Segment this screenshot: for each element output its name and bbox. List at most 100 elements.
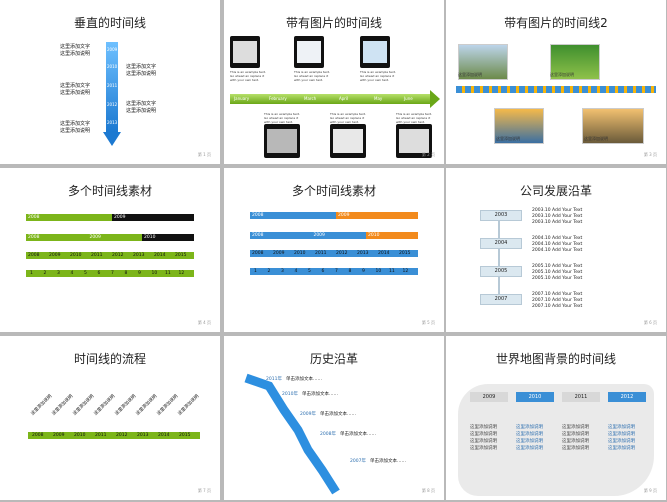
year-2011: 2011	[107, 83, 118, 88]
timeline-arrow-tip	[103, 132, 121, 146]
milestone-text: 2005.10 Add Your Text	[532, 270, 583, 275]
note-line: 这里添加说明	[470, 432, 497, 437]
caption-4: This is an example text. Go ahead an rep…	[264, 112, 300, 124]
slide-title: 世界地图背景的时间线	[495, 352, 616, 366]
note-line: 这里添加说明	[562, 425, 589, 430]
year-header: 2010	[516, 392, 554, 402]
world-map-background	[458, 384, 654, 496]
year-label: 2008	[28, 253, 40, 258]
number-label: 2	[43, 271, 47, 276]
year-label: 2014	[154, 253, 166, 258]
label-left-1: 这里添加文字这里添加说明	[60, 44, 91, 57]
month-4: April	[339, 96, 349, 101]
slide-2-thumbnail[interactable]: 带有图片的时间线 This is an example text. Go ahe…	[224, 0, 444, 164]
film-photo-4	[264, 124, 300, 158]
caption-3: This is an example text. Go ahead an rep…	[360, 70, 396, 82]
number-label: 8	[348, 269, 352, 274]
number-label: 10	[151, 271, 158, 276]
caption-6: This is an example text. Go ahead an rep…	[396, 112, 432, 124]
number-label: 11	[165, 271, 171, 276]
year-label: 2008	[252, 251, 264, 256]
note-line: 这里添加说明	[516, 425, 543, 430]
caption-1: 这里添加说明	[458, 72, 482, 77]
year-2009: 2009	[107, 47, 118, 52]
milestone-text: 2007.10 Add Your Text	[532, 298, 583, 303]
year-label: 2015	[179, 433, 191, 438]
history-entry: 2010年单击添加文本……	[282, 392, 338, 397]
milestone-text: 2003.10 Add Your Text	[532, 220, 583, 225]
number-label: 6	[321, 269, 325, 274]
history-entry: 2007年单击添加文本……	[350, 459, 406, 464]
year-label: 2013	[133, 253, 145, 258]
film-photo-3	[360, 36, 390, 68]
number-label: 9	[362, 269, 365, 274]
number-label: 11	[389, 269, 395, 274]
film-photo-1	[230, 36, 260, 68]
year-box: 2003	[480, 210, 522, 221]
year-label: 2011	[315, 251, 327, 256]
number-label: 2	[267, 269, 271, 274]
note-line: 这里添加说明	[470, 439, 497, 444]
note-line: 这里添加说明	[608, 439, 635, 444]
number-label: 4	[70, 271, 74, 276]
month-5: May	[374, 96, 383, 101]
number-label: 3	[281, 269, 284, 274]
slide-3-thumbnail[interactable]: 带有图片的时间线2 这里添加说明 这里添加说明 这里添加说明 这里添加说明 第 …	[446, 0, 666, 164]
photo-leaves	[550, 44, 600, 80]
diagonal-note: 这里添加说明	[156, 394, 180, 417]
page-number: 第 1 页	[197, 152, 211, 157]
note-line: 这里添加说明	[562, 439, 589, 444]
diagonal-note: 这里添加说明	[30, 394, 54, 417]
label-left-3: 这里添加文字这里添加说明	[60, 121, 91, 134]
slide-title: 多个时间线素材	[291, 184, 376, 198]
film-photo-6	[396, 124, 432, 158]
year-label: 2010	[294, 251, 306, 256]
year-label: 2014	[378, 251, 390, 256]
milestone-text: 2005.10 Add Your Text	[532, 264, 583, 269]
year-2010: 2010	[107, 64, 118, 69]
milestone-text: 2004.10 Add Your Text	[532, 236, 583, 241]
caption-1: This is an example text. Go ahead an rep…	[230, 70, 266, 82]
number-label: 4	[294, 269, 298, 274]
film-photo-5	[330, 124, 366, 158]
milestone-text: 2003.10 Add Your Text	[532, 208, 583, 213]
caption-2: This is an example text. Go ahead an rep…	[294, 70, 330, 82]
note-line: 这里添加说明	[470, 425, 497, 430]
milestone-text: 2003.10 Add Your Text	[532, 214, 583, 219]
diagonal-note: 这里添加说明	[93, 394, 117, 417]
label-right-2: 这里添加文字这里添加说明	[126, 101, 157, 114]
slide-1-thumbnail[interactable]: 垂直的时间线 2009 2010 2011 2012 2013 这里添加文字这里…	[0, 0, 220, 164]
year-header: 2009	[470, 392, 508, 402]
page-number: 第 9 页	[643, 488, 657, 493]
page-number: 第 8 页	[421, 488, 435, 493]
note-line: 这里添加说明	[516, 446, 543, 451]
year-label: 2012	[112, 253, 124, 258]
number-label: 6	[97, 271, 101, 276]
chevron-timeline-bar	[456, 86, 656, 93]
month-2: February	[269, 96, 287, 101]
slide-8-thumbnail[interactable]: 历史沿革 2011年单击添加文本…… 2010年单击添加文本…… 2009年单击添加…	[224, 336, 444, 500]
row1-blue-seg: 2008	[250, 212, 336, 219]
year-label: 2012	[116, 433, 128, 438]
photo-elephants	[582, 108, 644, 144]
year-label: 2009	[49, 253, 61, 258]
year-label: 2010	[74, 433, 86, 438]
timeline-bar	[28, 432, 200, 439]
slide-title: 公司发展沿革	[519, 184, 592, 198]
vertical-timeline-bar	[106, 42, 118, 132]
slide-title: 历史沿革	[309, 352, 358, 366]
year-label: 2015	[399, 251, 411, 256]
history-entry: 2009年单击添加文本……	[300, 412, 356, 417]
number-label: 3	[57, 271, 60, 276]
year-label: 2009	[53, 433, 65, 438]
number-label: 7	[335, 269, 338, 274]
caption-4: 这里添加说明	[584, 136, 608, 141]
milestone-text: 2005.10 Add Your Text	[532, 276, 583, 281]
history-entry: 2011年单击添加文本……	[266, 377, 322, 382]
